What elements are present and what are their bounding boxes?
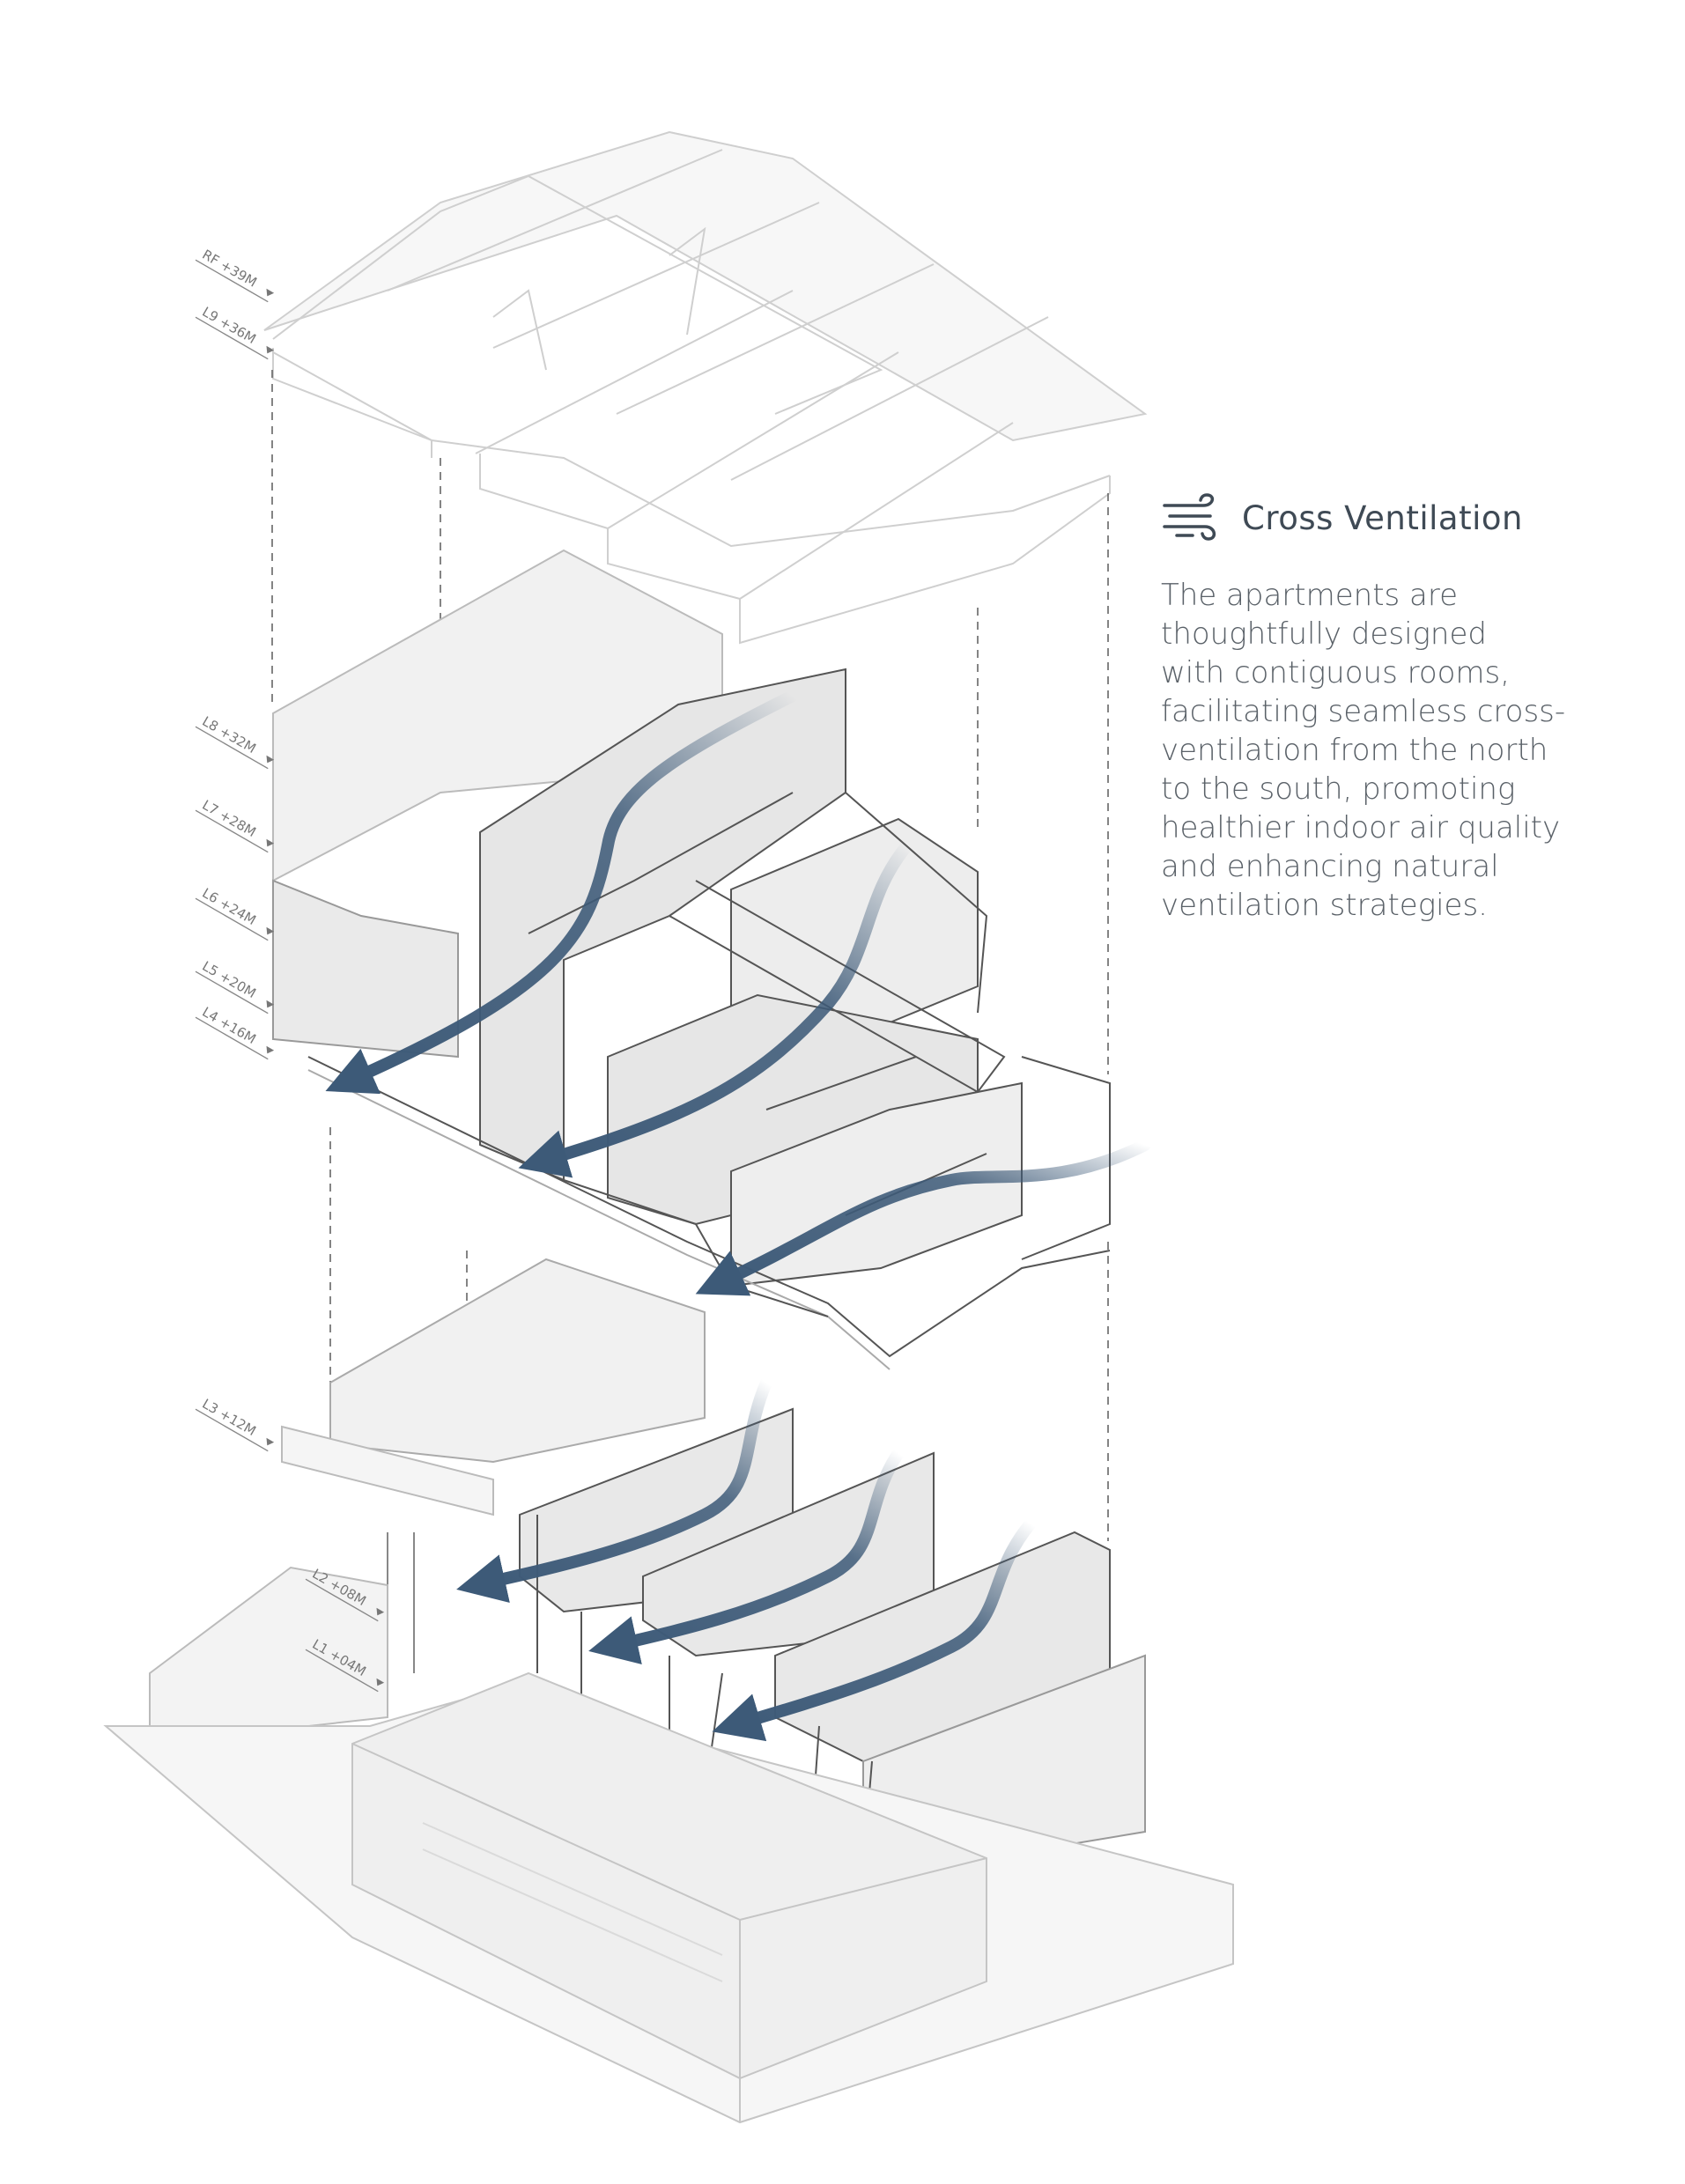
- level-label: L4 +16M: [199, 1004, 258, 1047]
- legend-title: Cross Ventilation: [1242, 498, 1523, 537]
- ventilation-arrows: [325, 690, 1151, 1742]
- level-label: L7 +28M: [199, 797, 258, 840]
- level-label: L3 +12M: [199, 1396, 258, 1439]
- wind-icon: [1163, 493, 1216, 541]
- upper-residential-block: [272, 549, 1111, 1370]
- level-label: L5 +20M: [199, 958, 258, 1001]
- level-marker: L6 +24M: [195, 885, 275, 941]
- level-label: RF +39M: [199, 247, 259, 291]
- airflow-arrow: [456, 1376, 772, 1604]
- level-marker: L7 +28M: [195, 797, 275, 853]
- level-marker: RF +39M: [195, 247, 275, 303]
- level-label: L8 +32M: [199, 713, 258, 756]
- legend-header: Cross Ventilation: [1161, 490, 1654, 546]
- airflow-arrow: [695, 1139, 1151, 1296]
- level-marker: L8 +32M: [195, 713, 275, 770]
- level-label: L6 +24M: [199, 885, 258, 928]
- airflow-arrow: [518, 839, 913, 1178]
- roof-structure: [263, 130, 1148, 645]
- ground-building: [103, 1671, 1234, 2124]
- level-label: L9 +36M: [199, 304, 258, 347]
- level-marker: L4 +16M: [195, 1004, 275, 1060]
- airflow-arrow: [712, 1517, 1037, 1742]
- airflow-arrow: [588, 1447, 905, 1665]
- airflow-arrow: [325, 690, 799, 1095]
- level-marker: L3 +12M: [195, 1396, 275, 1452]
- legend-description: The apartments are thoughtfully designed…: [1161, 578, 1566, 923]
- legend-panel: Cross Ventilation The apartments are tho…: [1161, 490, 1654, 925]
